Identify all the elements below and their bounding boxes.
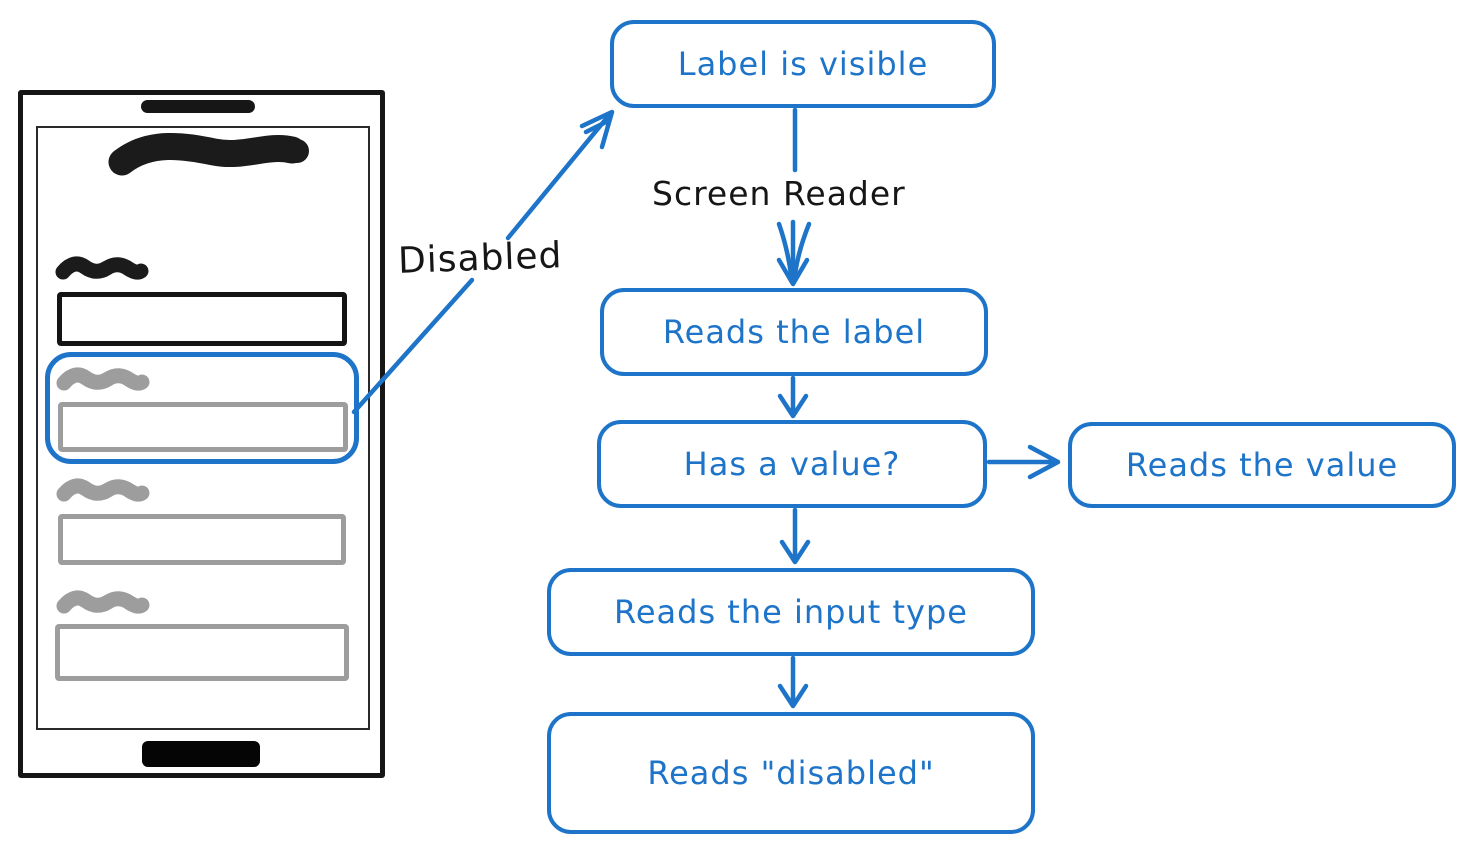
flow-node-reads-value: Reads the value [1068,422,1456,508]
arrow-screenreader-left-stroke [776,221,794,277]
flow-node-label: Reads the label [662,313,926,351]
disabled-text-input-3 [55,624,349,681]
phone-speaker [141,100,255,113]
disabled-callout-arrowhead [579,109,615,150]
flow-node-label: Reads the input type [614,593,968,631]
arrow-readslabel-to-hasvalue [777,375,809,419]
flow-node-reads-input-type: Reads the input type [547,568,1035,656]
disabled-text-input-1 [58,402,348,452]
arrow-hasvalue-to-inputtype [779,507,811,565]
disabled-text-input-2 [58,514,346,565]
arrow-screenreader-right-stroke [792,221,812,277]
disabled-annotation: Disabled [397,235,564,282]
arrow-inputtype-to-disabled [777,655,809,709]
arrow-hasvalue-to-readsvalue [986,444,1061,480]
arrow-screenreader-head [776,257,810,287]
flow-node-label: Label is visible [677,45,929,83]
flow-node-label-visible: Label is visible [610,20,996,108]
flow-node-label: Has a value? [683,445,901,483]
phone-home-button [142,741,260,767]
flow-node-has-value: Has a value? [597,420,987,508]
flow-node-label: Reads "disabled" [647,754,935,792]
flow-node-reads-disabled: Reads "disabled" [547,712,1035,834]
flow-node-label: Reads the value [1125,446,1399,484]
screen-reader-annotation: Screen Reader [652,174,906,213]
disabled-callout-arrow-upper [505,111,613,241]
flow-node-reads-label: Reads the label [600,288,988,376]
enabled-text-input [57,292,347,346]
